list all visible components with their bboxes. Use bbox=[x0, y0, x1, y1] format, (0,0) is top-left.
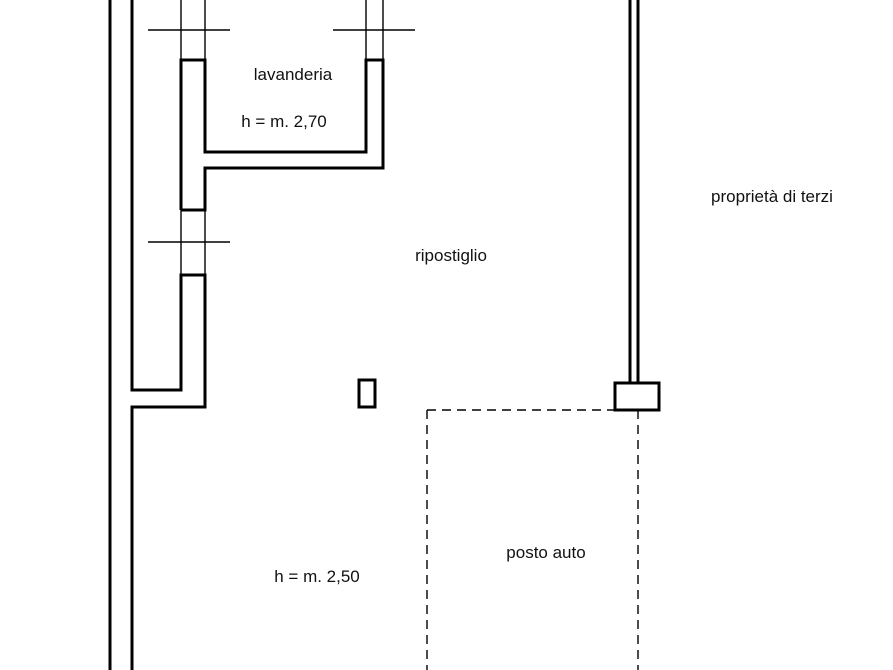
parking-space-outline bbox=[426, 409, 639, 670]
storage-height-label: h = m. 2,50 bbox=[274, 567, 360, 586]
east-wall bbox=[613, 0, 661, 412]
door-opening-south bbox=[148, 210, 230, 275]
laundry-height-label: h = m. 2,70 bbox=[241, 112, 327, 131]
parking-label: posto auto bbox=[506, 543, 585, 562]
neighbor-property-label: proprietà di terzi bbox=[711, 187, 833, 206]
storage-label: ripostiglio bbox=[415, 246, 487, 265]
pillar bbox=[613, 381, 661, 412]
laundry-label: lavanderia bbox=[254, 65, 333, 84]
door-opening-west bbox=[148, 0, 230, 60]
door-opening-east bbox=[333, 0, 415, 60]
outer-west-wall bbox=[108, 0, 207, 670]
small-column bbox=[357, 378, 377, 409]
